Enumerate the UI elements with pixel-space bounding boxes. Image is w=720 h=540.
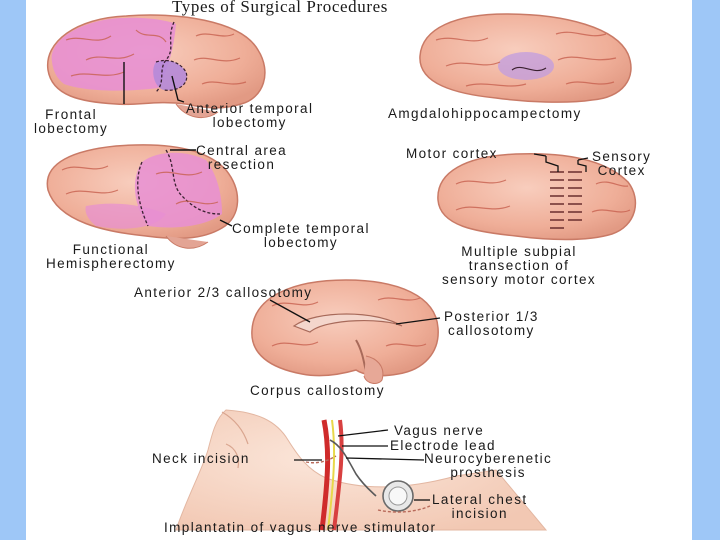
label-anterior-callosotomy: Anterior 2/3 callosotomy: [134, 285, 313, 300]
figure-title: Types of Surgical Procedures: [172, 0, 388, 16]
brain-central-resection: [46, 144, 239, 249]
label-neck-incision: Neck incision: [152, 451, 250, 466]
label-posterior-callosotomy: Posterior 1/3 callosotomy: [444, 309, 539, 338]
label-neurocyberenetic-prosthesis: Neurocyberenetic prosthesis: [424, 451, 553, 480]
illustration: [46, 13, 637, 531]
label-functional-hemispherectomy: Functional Hemispherectomy: [46, 242, 176, 271]
brain-corpus-callostomy: [251, 279, 441, 384]
label-corpus-callostomy: Corpus callostomy: [250, 383, 385, 398]
label-anterior-temporal-lobectomy: Anterior temporal lobectomy: [186, 101, 314, 130]
label-amygdalohippocampectomy: Amgdalohippocampectomy: [388, 106, 582, 121]
label-complete-temporal-lobectomy: Complete temporal lobectomy: [232, 221, 370, 250]
brain-frontal-lobectomy: [47, 14, 266, 119]
label-multiple-subpial-transection: Multiple subpial transection of sensory …: [442, 244, 597, 287]
label-lateral-chest-incision: Lateral chest incision: [432, 492, 528, 521]
brain-subpial-transection: [437, 152, 637, 241]
brain-amygdalohippocampectomy: [419, 13, 632, 103]
label-sensory-cortex: Sensory Cortex: [592, 149, 652, 178]
label-frontal-lobectomy: Frontal lobectomy: [34, 107, 109, 136]
label-central-area-resection: Central area resection: [196, 143, 288, 172]
label-motor-cortex: Motor cortex: [406, 146, 498, 161]
label-implantation-caption: Implantatin of vagus nerve stimulator: [164, 520, 437, 535]
vagus-nerve-stimulator: [175, 409, 548, 531]
label-electrode-lead: Electrode lead: [390, 438, 496, 453]
label-vagus-nerve: Vagus nerve: [394, 423, 485, 438]
slide: Types of Surgical Procedures Frontal lob…: [26, 0, 692, 540]
